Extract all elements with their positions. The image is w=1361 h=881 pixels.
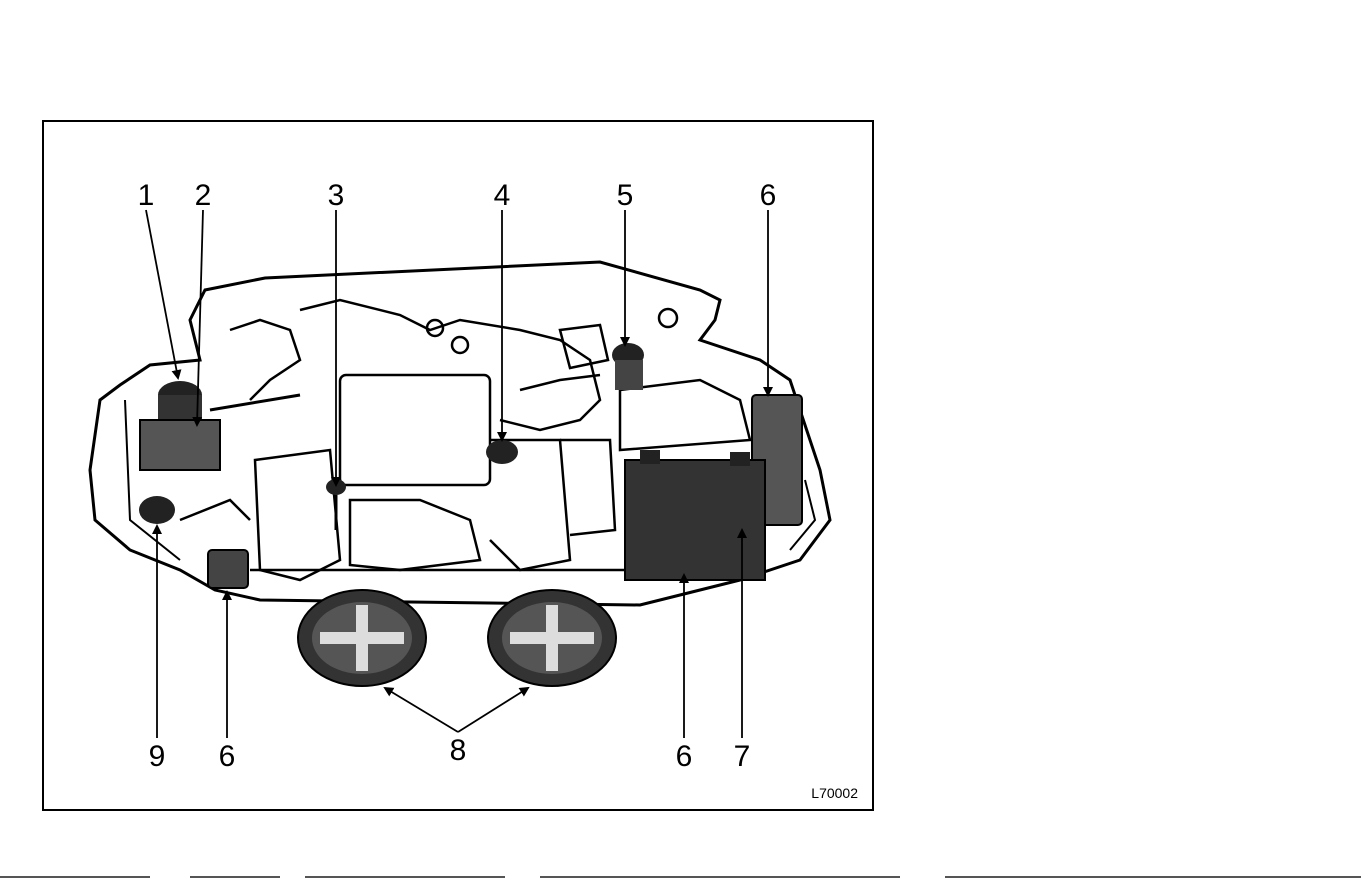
- callout-7: 7: [734, 740, 751, 773]
- scan-line: [540, 876, 900, 878]
- callout-6-bottom-left: 6: [219, 740, 236, 773]
- callout-4: 4: [494, 179, 511, 212]
- callout-8: 8: [450, 734, 467, 767]
- scan-line: [945, 876, 1361, 878]
- callout-9: 9: [149, 740, 166, 773]
- dipstick-3: [326, 479, 346, 530]
- battery-7: [625, 450, 765, 580]
- callout-3: 3: [328, 179, 345, 212]
- fuse-box-6-bottom-left: [208, 550, 248, 588]
- cooling-fan-right: [488, 590, 616, 686]
- cooling-fan-left: [298, 590, 426, 686]
- reservoir-5: [612, 343, 644, 390]
- figure-code: L70002: [811, 785, 858, 801]
- oil-cap-4: [486, 440, 518, 464]
- reservoir-1: [158, 381, 202, 425]
- callout-5: 5: [617, 179, 634, 212]
- scan-line: [305, 876, 505, 878]
- callout-2: 2: [195, 179, 212, 212]
- reservoir-9: [139, 496, 175, 524]
- callout-6-top: 6: [760, 179, 777, 212]
- scan-line: [190, 876, 280, 878]
- callout-1: 1: [138, 179, 155, 212]
- callout-6-bottom-right: 6: [676, 740, 693, 773]
- reservoir-2: [140, 420, 220, 470]
- scan-line: [0, 876, 150, 878]
